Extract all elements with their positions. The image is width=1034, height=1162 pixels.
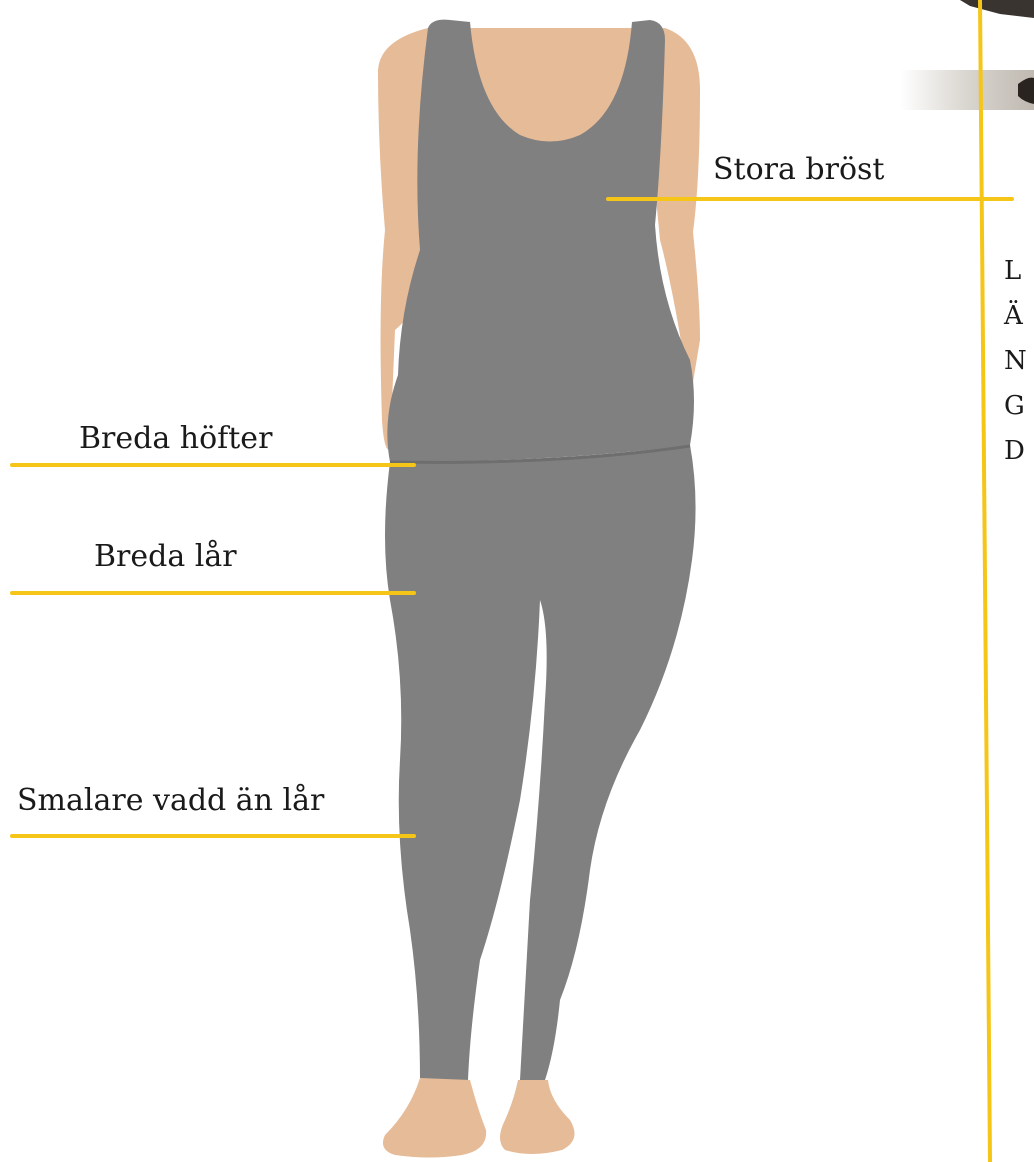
leggings [385, 445, 696, 1081]
height-letter: Ä [1004, 303, 1027, 348]
left-foot [383, 1078, 486, 1158]
calves-label: Smalare vadd än lår [17, 786, 324, 816]
height-vertical-label: L Ä N G D [1004, 258, 1027, 483]
height-letter: N [1004, 348, 1027, 393]
height-guide-line [980, 0, 990, 1162]
bust-label: Stora bröst [713, 155, 885, 185]
height-letter: D [1004, 438, 1027, 483]
thighs-label: Breda lår [94, 542, 237, 572]
right-foot [500, 1080, 575, 1154]
height-letter: G [1004, 393, 1027, 438]
hips-label: Breda höfter [79, 424, 272, 454]
height-letter: L [1004, 258, 1027, 303]
